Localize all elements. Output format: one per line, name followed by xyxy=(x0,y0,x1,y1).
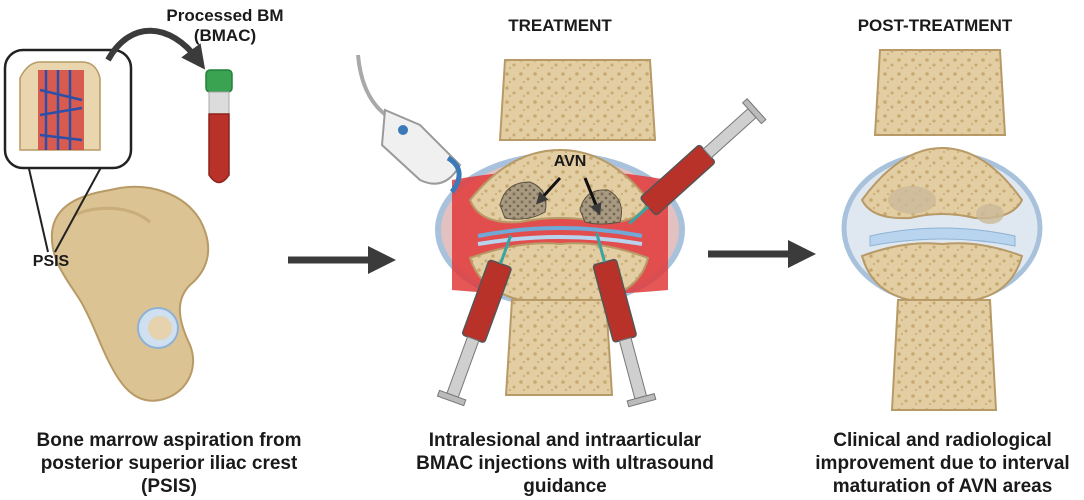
bmac-product-label-line2: (BMAC) xyxy=(193,26,257,46)
bmac-product-label: Processed BM (BMAC) xyxy=(140,6,310,47)
transfer-arrow xyxy=(105,27,206,70)
post-caption-line1: Clinical and radiological xyxy=(833,430,1052,451)
treatment-heading: TREATMENT xyxy=(508,16,612,35)
post-treatment-heading: POST-TREATMENT xyxy=(857,16,1013,35)
bmac-tube xyxy=(205,69,233,184)
harvest-caption: Bone marrow aspiration from posterior su… xyxy=(10,430,328,498)
treatment-caption-line3: guidance xyxy=(523,475,607,497)
treatment-caption-line2: BMAC injections with ultrasound xyxy=(416,452,714,474)
bone-zoom-callout xyxy=(3,48,133,253)
treatment-caption-line1: Intralesional and intraarticular xyxy=(428,430,702,451)
post-caption-line2: improvement due to interval xyxy=(815,452,1070,474)
post-caption-line3: maturation of AVN areas xyxy=(832,475,1053,497)
harvest-caption-line2: posterior superior iliac crest xyxy=(40,452,298,474)
avn-label: AVN xyxy=(553,153,587,170)
treatment-caption: Intralesional and intraarticular BMAC in… xyxy=(400,430,730,498)
bmac-product-label-line1: Processed BM xyxy=(166,6,284,25)
syringe-lower-left xyxy=(436,234,513,407)
psis-label: PSIS xyxy=(32,253,70,270)
pelvis-illustration xyxy=(50,185,210,402)
post-caption: Clinical and radiological improvement du… xyxy=(805,430,1080,498)
syringe-upper-right xyxy=(628,98,767,225)
ultrasound-probe xyxy=(356,54,462,194)
syringe-lower-right xyxy=(592,232,657,408)
post-treatment-knee xyxy=(841,49,1043,411)
harvest-caption-line3: (PSIS) xyxy=(141,475,197,497)
harvest-caption-line1: Bone marrow aspiration from xyxy=(36,430,302,451)
